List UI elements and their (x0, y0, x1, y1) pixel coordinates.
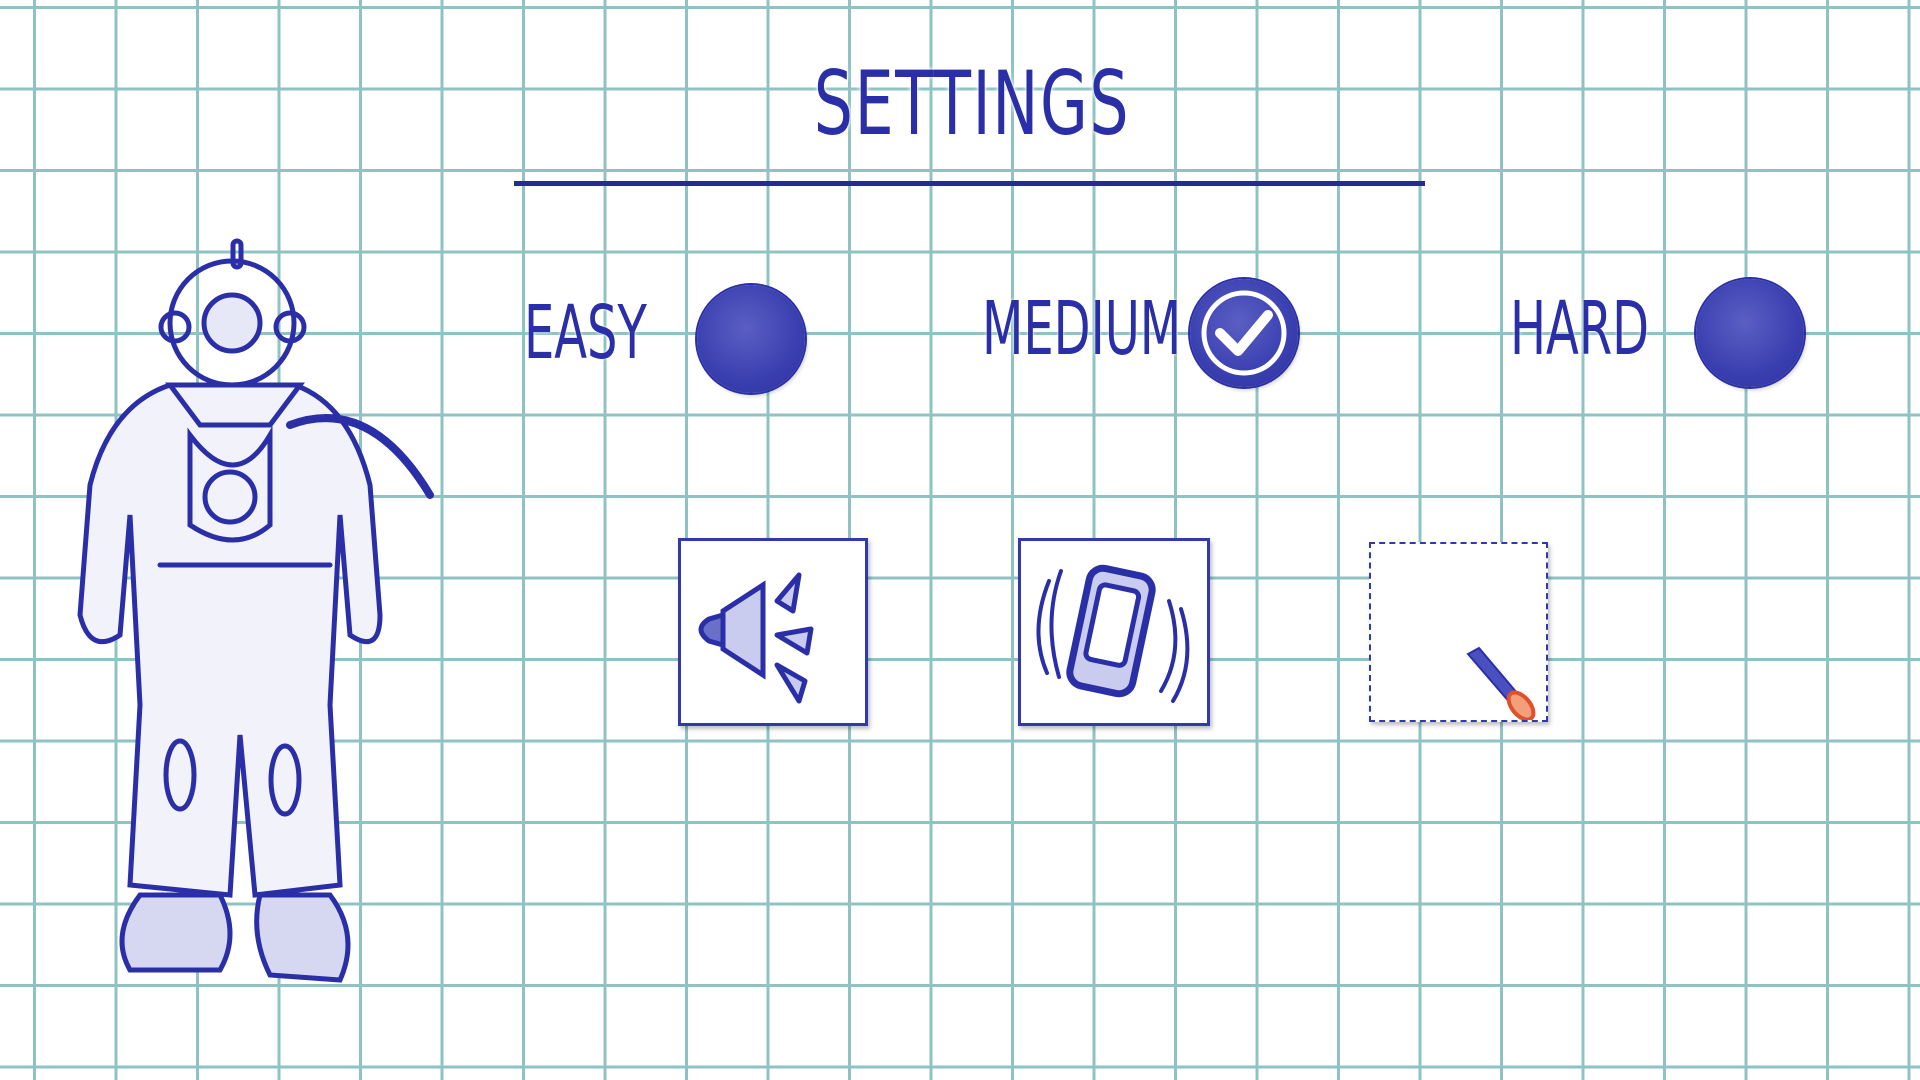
diver-illustration (77, 238, 434, 983)
vibrating-phone-icon (1036, 564, 1190, 703)
hard-label: HARD (1510, 286, 1650, 372)
vibration-toggle-button[interactable] (1018, 538, 1210, 726)
medium-radio[interactable] (1190, 279, 1298, 387)
title-underline (514, 181, 1425, 186)
sound-toggle-button[interactable] (678, 538, 868, 726)
speaker-icon (698, 572, 814, 704)
checkmark-icon (1201, 290, 1287, 376)
medium-label: MEDIUM (982, 286, 1182, 372)
rocket-toggle-button[interactable] (1369, 542, 1548, 722)
page-title: SETTINGS (813, 52, 1131, 155)
easy-radio[interactable] (697, 285, 805, 393)
easy-label: EASY (524, 290, 647, 376)
rocket-icon (1466, 646, 1536, 720)
hard-radio[interactable] (1696, 279, 1804, 387)
